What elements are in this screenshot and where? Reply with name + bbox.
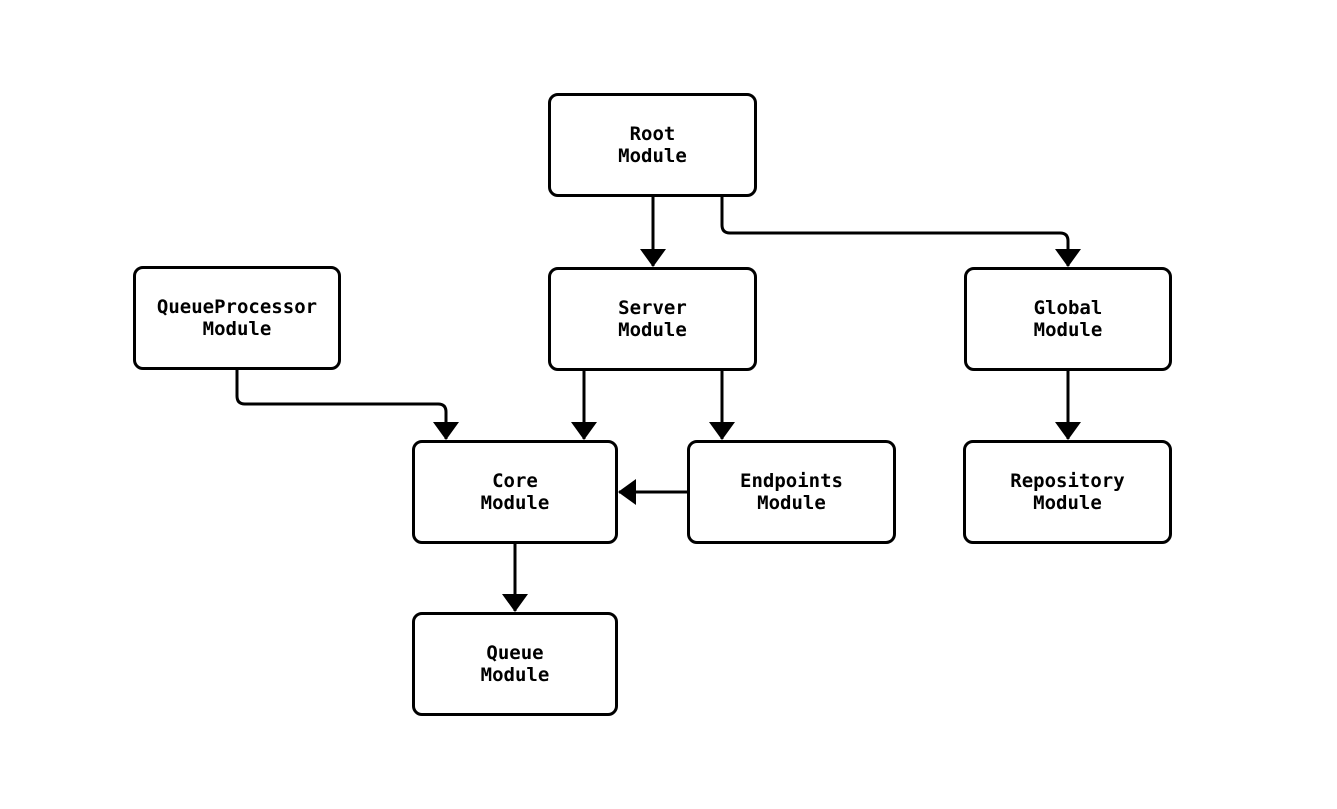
node-label: Endpoints Module bbox=[740, 470, 843, 514]
node-label: Server Module bbox=[618, 297, 687, 341]
node-label: QueueProcessor Module bbox=[156, 296, 318, 340]
node-label: Repository Module bbox=[1010, 470, 1125, 514]
node-label: Core Module bbox=[480, 470, 550, 514]
edge-root-module-to-global-module bbox=[720, 197, 1081, 267]
node-root-module: Root Module bbox=[548, 93, 757, 197]
node-label: Root Module bbox=[618, 123, 687, 167]
edge-queueprocessor-module-to-core-module bbox=[235, 370, 459, 440]
node-queueprocessor-module: QueueProcessor Module bbox=[133, 266, 341, 370]
node-endpoints-module: Endpoints Module bbox=[687, 440, 896, 544]
node-label: Queue Module bbox=[480, 642, 550, 686]
node-core-module: Core Module bbox=[412, 440, 618, 544]
edges-group bbox=[235, 197, 1081, 612]
node-global-module: Global Module bbox=[964, 267, 1172, 371]
node-server-module: Server Module bbox=[548, 267, 757, 371]
node-repository-module: Repository Module bbox=[963, 440, 1172, 544]
node-label: Global Module bbox=[1033, 297, 1103, 341]
node-queue-module: Queue Module bbox=[412, 612, 618, 716]
